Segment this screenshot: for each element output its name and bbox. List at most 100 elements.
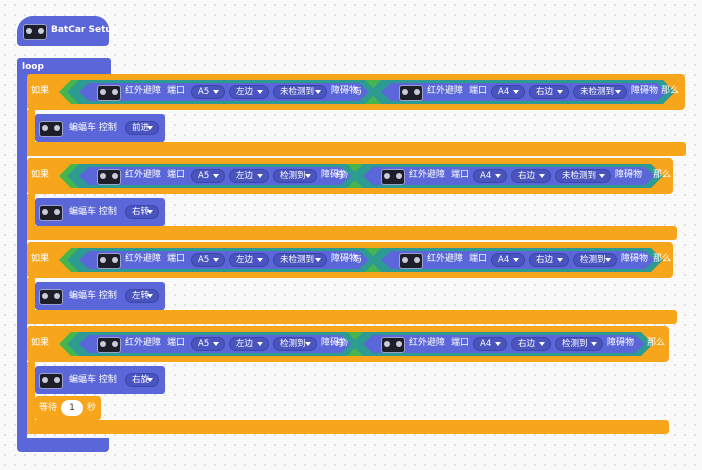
ir-sensor-block-right[interactable]: 红外避障 端口 A4 右边 检测到 障碍物 (363, 335, 645, 353)
batcar-control-block-4[interactable]: 蝙蝠车 控制 右旋 (35, 366, 165, 394)
chevron-down-icon (147, 126, 153, 130)
side-dropdown[interactable]: 右边 (529, 85, 569, 99)
port-dropdown[interactable]: A5 (191, 253, 225, 267)
obstacle-label: 障碍物 (321, 338, 349, 348)
port-dropdown[interactable]: A4 (473, 169, 507, 183)
wait-block[interactable]: 等待 1 秒 (35, 396, 101, 420)
chevron-down-icon (513, 90, 519, 94)
action-label: 蝙蝠车 控制 (69, 207, 117, 217)
sensor-name: 红外避障 (125, 86, 162, 96)
and-label: 与 (353, 255, 363, 265)
sensor-name: 红外避障 (125, 254, 162, 264)
if-arm-2 (27, 194, 35, 226)
then-label: 那么 (653, 254, 672, 264)
port-label: 端口 (167, 338, 186, 348)
port-label: 端口 (167, 170, 186, 180)
chevron-down-icon (495, 174, 501, 178)
port-label: 端口 (167, 86, 186, 96)
if-block-1[interactable]: 如果 红外避障 端口 A5 左边 未检测到 障碍物 与 红外避障 端口 A4 右… (27, 74, 685, 110)
port-label: 端口 (167, 254, 186, 264)
robot-car-icon (97, 337, 121, 353)
port-label: 端口 (469, 86, 488, 96)
action-dropdown[interactable]: 右转 (125, 205, 159, 219)
obstacle-label: 障碍物 (621, 254, 649, 264)
robot-car-icon (399, 253, 423, 269)
ir-sensor-block-left[interactable]: 红外避障 端口 A5 左边 检测到 障碍物 (79, 335, 351, 353)
port-dropdown[interactable]: A4 (473, 337, 507, 351)
chevron-down-icon (147, 294, 153, 298)
chevron-down-icon (147, 210, 153, 214)
action-dropdown[interactable]: 左转 (125, 289, 159, 303)
action-dropdown[interactable]: 右旋 (125, 373, 159, 387)
chevron-down-icon (213, 174, 219, 178)
state-dropdown[interactable]: 未检测到 (273, 253, 327, 267)
side-dropdown[interactable]: 右边 (511, 169, 551, 183)
state-dropdown[interactable]: 检测到 (273, 169, 317, 183)
batcar-control-block-1[interactable]: 蝙蝠车 控制 前进 (35, 114, 165, 142)
chevron-down-icon (557, 90, 563, 94)
if-block-4[interactable]: 如果 红外避障 端口 A5 左边 检测到 障碍物 与 红外避障 端口 A4 右边… (27, 326, 669, 362)
obstacle-label: 障碍物 (331, 86, 359, 96)
chevron-down-icon (495, 342, 501, 346)
state-dropdown[interactable]: 检测到 (573, 253, 617, 267)
side-dropdown[interactable]: 右边 (529, 253, 569, 267)
port-dropdown[interactable]: A4 (491, 253, 525, 267)
chevron-down-icon (315, 90, 321, 94)
loop-label: loop (22, 62, 44, 72)
side-dropdown[interactable]: 左边 (229, 253, 269, 267)
if-arm-1 (27, 110, 35, 142)
ir-sensor-block-left[interactable]: 红外避障 端口 A5 左边 检测到 障碍物 (79, 167, 351, 185)
setup-label: BatCar Setup (51, 25, 119, 35)
robot-car-icon (39, 289, 63, 305)
sensor-name: 红外避障 (125, 170, 162, 180)
chevron-down-icon (539, 174, 545, 178)
port-dropdown[interactable]: A5 (191, 169, 225, 183)
side-dropdown[interactable]: 左边 (229, 337, 269, 351)
ir-sensor-block-left[interactable]: 红外避障 端口 A5 左边 未检测到 障碍物 (79, 83, 369, 101)
action-label: 蝙蝠车 控制 (69, 123, 117, 133)
port-dropdown[interactable]: A4 (491, 85, 525, 99)
chevron-down-icon (539, 342, 545, 346)
state-dropdown[interactable]: 未检测到 (273, 85, 327, 99)
batcar-control-block-2[interactable]: 蝙蝠车 控制 右转 (35, 198, 165, 226)
then-label: 那么 (647, 338, 666, 348)
if-block-2[interactable]: 如果 红外避障 端口 A5 左边 检测到 障碍物 与 红外避障 端口 A4 右边… (27, 158, 673, 194)
action-dropdown[interactable]: 前进 (125, 121, 159, 135)
batcar-control-block-3[interactable]: 蝙蝠车 控制 左转 (35, 282, 165, 310)
port-dropdown[interactable]: A5 (191, 85, 225, 99)
state-dropdown[interactable]: 未检测到 (555, 169, 611, 183)
and-label: 与 (353, 87, 363, 97)
ir-sensor-block-right[interactable]: 红外避障 端口 A4 右边 检测到 障碍物 (381, 251, 655, 269)
chevron-down-icon (615, 90, 621, 94)
obstacle-label: 障碍物 (607, 338, 635, 348)
state-dropdown[interactable]: 未检测到 (573, 85, 627, 99)
ir-sensor-block-right[interactable]: 红外避障 端口 A4 右边 未检测到 障碍物 (381, 83, 667, 101)
sensor-name: 红外避障 (409, 170, 446, 180)
if-arm-3 (27, 278, 35, 310)
wait-seconds-input[interactable]: 1 (61, 400, 83, 416)
chevron-down-icon (213, 342, 219, 346)
and-label: 与 (335, 171, 345, 181)
state-dropdown[interactable]: 检测到 (273, 337, 317, 351)
then-label: 那么 (653, 170, 672, 180)
port-dropdown[interactable]: A5 (191, 337, 225, 351)
if-block-3[interactable]: 如果 红外避障 端口 A5 左边 未检测到 障碍物 与 红外避障 端口 A4 右… (27, 242, 673, 278)
chevron-down-icon (605, 258, 611, 262)
chevron-down-icon (557, 258, 563, 262)
loop-block[interactable]: loop (17, 58, 111, 78)
robot-car-icon (97, 85, 121, 101)
if-label: 如果 (31, 254, 50, 264)
side-dropdown[interactable]: 右边 (511, 337, 551, 351)
chevron-down-icon (257, 90, 263, 94)
wait-unit: 秒 (87, 403, 97, 413)
state-dropdown[interactable]: 检测到 (555, 337, 603, 351)
side-dropdown[interactable]: 左边 (229, 169, 269, 183)
sensor-name: 红外避障 (125, 338, 162, 348)
ir-sensor-block-right[interactable]: 红外避障 端口 A4 右边 未检测到 障碍物 (363, 167, 655, 185)
chevron-down-icon (305, 342, 311, 346)
side-dropdown[interactable]: 左边 (229, 85, 269, 99)
ir-sensor-block-left[interactable]: 红外避障 端口 A5 左边 未检测到 障碍物 (79, 251, 369, 269)
obstacle-label: 障碍物 (631, 86, 659, 96)
if-label: 如果 (31, 86, 50, 96)
batcar-setup-block[interactable]: BatCar Setup (17, 16, 118, 46)
